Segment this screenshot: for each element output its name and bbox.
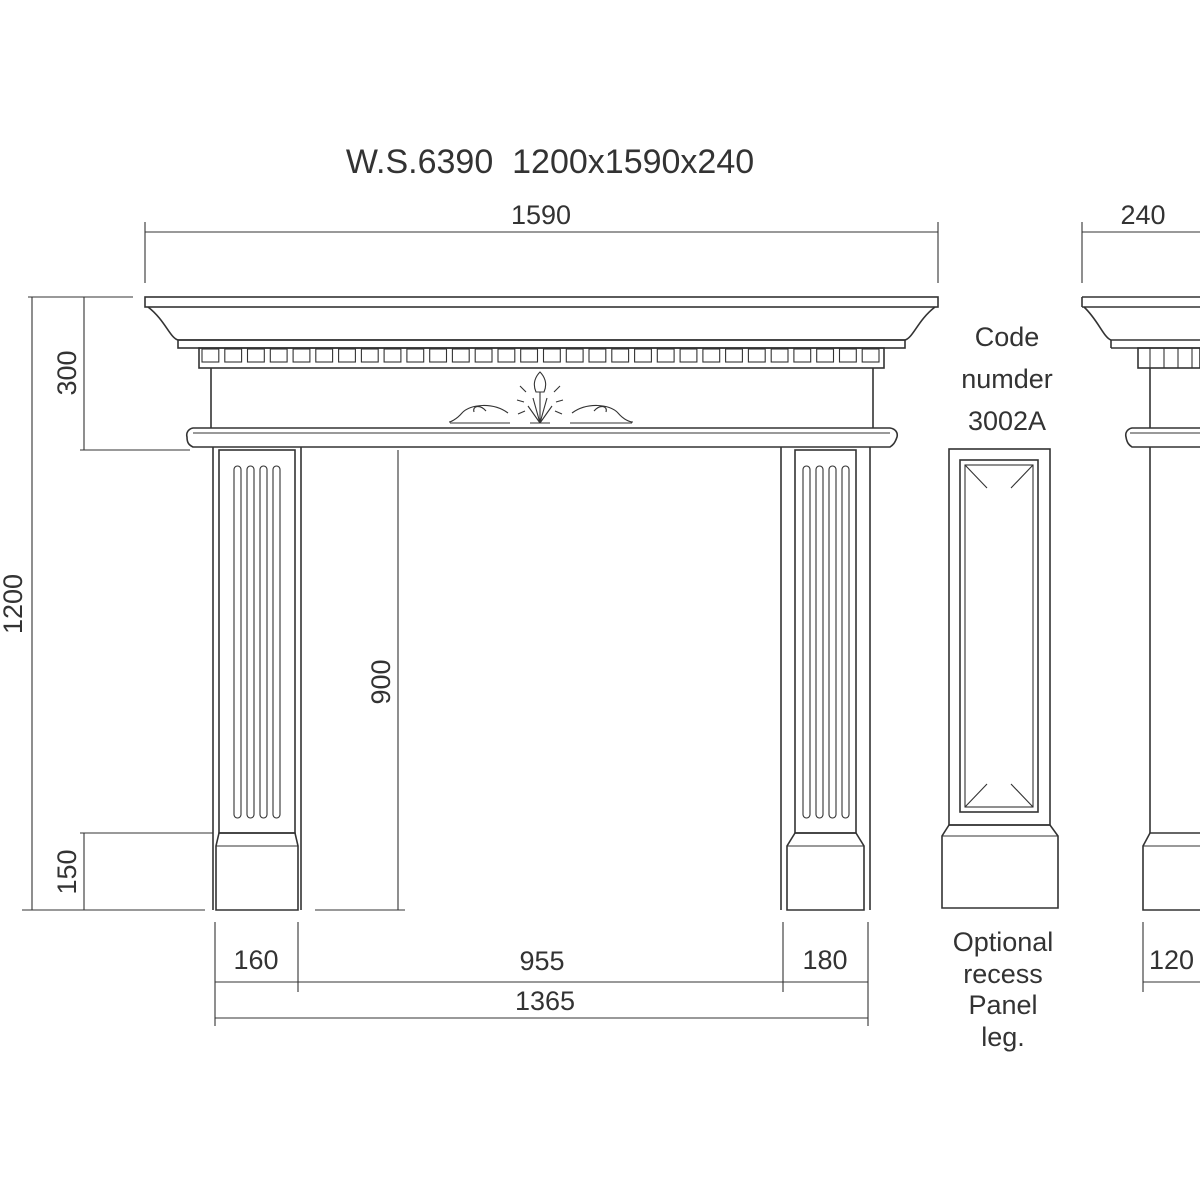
frieze (210, 368, 874, 428)
side-view: 120 (1081, 296, 1200, 992)
dentil-block (725, 348, 743, 363)
code-number-label: Code numder 3002A (961, 322, 1053, 436)
dimension-overall-width: 1590 (144, 200, 939, 283)
dimension-opening-width: 955 (298, 946, 783, 983)
dentil-block (588, 348, 607, 363)
dimension-plinth-height-label: 150 (52, 849, 82, 894)
dentil-block (861, 348, 880, 363)
optional-panel-leg (941, 448, 1059, 909)
dentil-block (429, 348, 448, 363)
dimension-right-leg-width-label: 180 (802, 945, 847, 975)
dentil-block (315, 348, 334, 363)
dentil-block (360, 348, 379, 363)
dimension-mantel-height-label: 300 (52, 350, 82, 395)
dentil-block (451, 348, 470, 363)
dimension-opening-width-label: 955 (519, 946, 564, 976)
dimension-bottom-extensions (214, 922, 869, 1026)
dentil-block (201, 348, 220, 363)
drawing-title: W.S.6390 1200x1590x240 (346, 143, 754, 181)
dentil-block (383, 348, 402, 363)
optional-label-line-4: leg. (981, 1022, 1025, 1052)
left-leg (212, 447, 302, 911)
dimension-overall-height-label: 1200 (0, 574, 28, 634)
dentil-block (406, 348, 425, 363)
dentil-block (838, 348, 857, 363)
dentil-block (542, 348, 561, 363)
dimension-overall-height: 1200 (0, 296, 205, 911)
dimension-plinth-height: 150 (52, 832, 213, 910)
dentil-block (816, 348, 835, 363)
dentil-block (292, 348, 311, 363)
dentil-block (224, 348, 243, 363)
dentil-block (246, 348, 265, 363)
dimension-depth-label: 240 (1120, 200, 1165, 230)
right-leg (780, 447, 871, 911)
frieze-ornament (448, 371, 634, 424)
optional-label-line-2: recess (963, 959, 1043, 989)
optional-panel-label: Optional recess Panel leg. (953, 927, 1054, 1052)
dimension-left-leg-width: 160 (215, 945, 298, 983)
dimension-leg-outer-width-label: 1365 (515, 986, 575, 1016)
dentil-block (656, 348, 675, 363)
dimension-opening-height: 900 (315, 450, 405, 911)
dentil-block (770, 348, 789, 363)
dimension-depth: 240 (1081, 200, 1200, 283)
code-label-line-2: numder (961, 364, 1053, 394)
dentil-block (702, 348, 721, 363)
dentil-block (679, 348, 698, 363)
mantel-shelf (144, 296, 939, 349)
dentil-block (611, 348, 630, 363)
optional-label-line-3: Panel (968, 990, 1037, 1020)
dentil-block (497, 348, 516, 363)
dentil-block (747, 348, 766, 363)
dentil-block (474, 348, 493, 363)
dentil-block (793, 348, 812, 363)
dentil-block (634, 348, 652, 363)
lower-shelf (185, 427, 899, 448)
dentil-block (565, 348, 584, 363)
dimension-left-leg-width-label: 160 (233, 945, 278, 975)
code-label-line-3: 3002A (968, 406, 1046, 436)
dentil-block (520, 348, 539, 363)
dentil-row (198, 347, 885, 369)
dimension-mantel-height: 300 (52, 297, 190, 451)
dimension-side-leg-width-label: 120 (1149, 945, 1194, 975)
optional-label-line-1: Optional (953, 927, 1054, 957)
dentil-block (338, 348, 356, 363)
dimension-overall-width-label: 1590 (511, 200, 571, 230)
dimension-leg-outer-width: 1365 (215, 986, 868, 1019)
dentil-block (269, 348, 288, 363)
code-label-line-1: Code (975, 322, 1040, 352)
dimension-right-leg-width: 180 (783, 945, 868, 983)
dimension-opening-height-label: 900 (366, 659, 396, 704)
